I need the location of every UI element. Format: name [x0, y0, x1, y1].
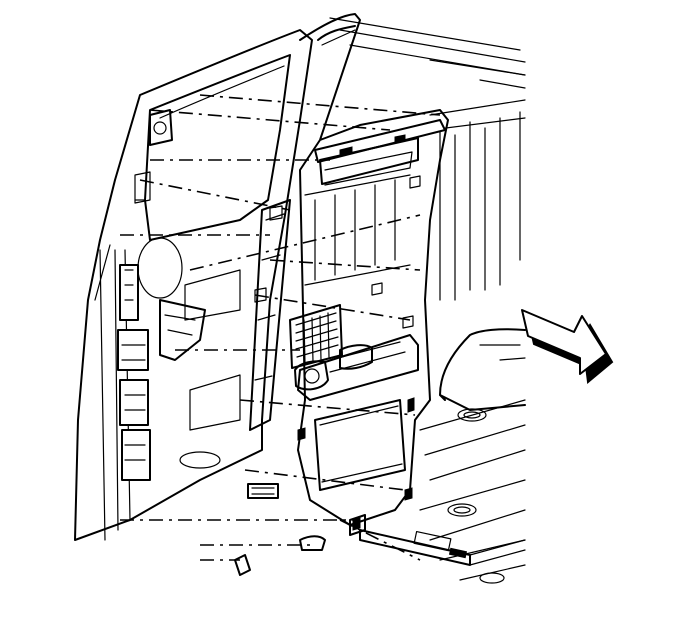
alignment-lines — [120, 94, 441, 561]
speaker-grille — [295, 312, 339, 365]
door-shell — [74, 29, 313, 541]
vehicle-interior-background — [329, 17, 526, 584]
forward-direction-arrow — [521, 309, 614, 384]
door-trim-panel — [234, 13, 449, 576]
